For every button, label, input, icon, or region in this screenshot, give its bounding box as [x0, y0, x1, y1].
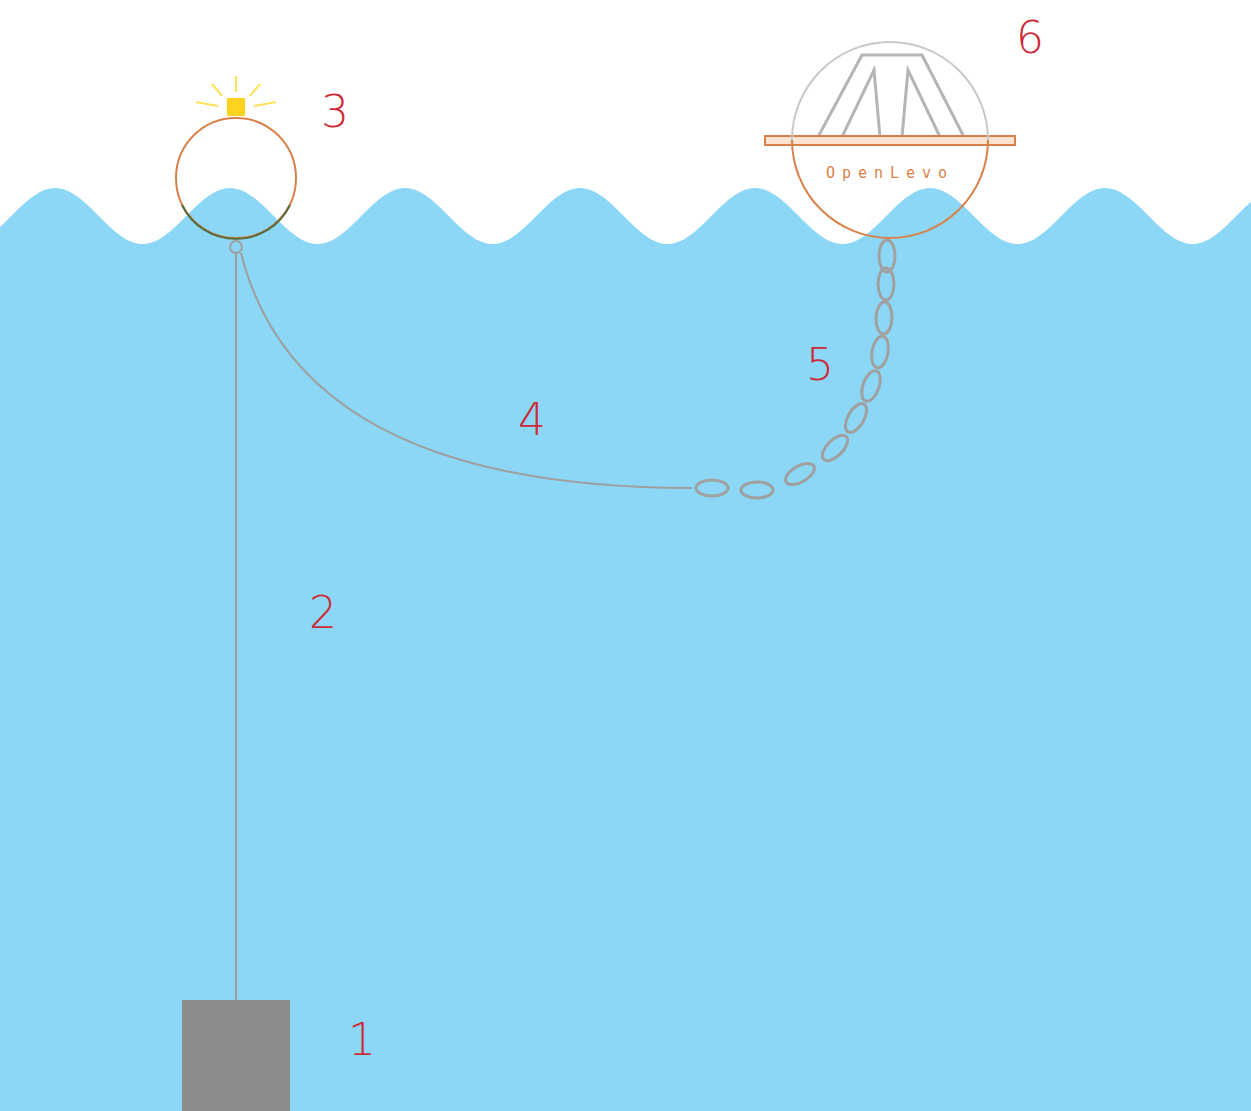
chain-link	[741, 482, 773, 498]
mooring-chain	[696, 240, 895, 498]
callout-number: 6	[1016, 16, 1044, 60]
chain-link	[841, 400, 871, 436]
water	[0, 188, 1251, 1111]
chain-link	[782, 459, 818, 489]
buoy-deck	[765, 136, 1015, 145]
buoy-brand-text: OpenLevo	[790, 164, 990, 182]
mooring-rope	[241, 253, 692, 488]
chain-link	[818, 431, 852, 465]
chain-link	[858, 368, 884, 404]
marker-buoy	[176, 118, 296, 238]
buoy-outline	[790, 40, 990, 240]
callout-number: 4	[518, 398, 546, 442]
chain-link	[696, 480, 728, 496]
buoy-hull	[792, 140, 988, 238]
callout-number: 1	[348, 1018, 376, 1062]
buoy-waterline	[182, 205, 290, 239]
buoy-hull-top	[792, 42, 988, 140]
buoy-frame	[818, 55, 964, 137]
chain-link	[875, 302, 892, 335]
float-buoy: OpenLevo	[790, 40, 990, 240]
chain-link	[879, 240, 895, 272]
riser-line	[235, 253, 237, 1000]
chain-link	[869, 335, 890, 369]
buoy-light	[227, 98, 245, 116]
callout-number: 2	[309, 591, 337, 635]
light-rays	[196, 76, 276, 106]
callout-number: 3	[321, 90, 349, 134]
anchor-block	[182, 1000, 290, 1111]
callout-number: 5	[806, 343, 834, 387]
shackle-ring	[230, 241, 242, 253]
